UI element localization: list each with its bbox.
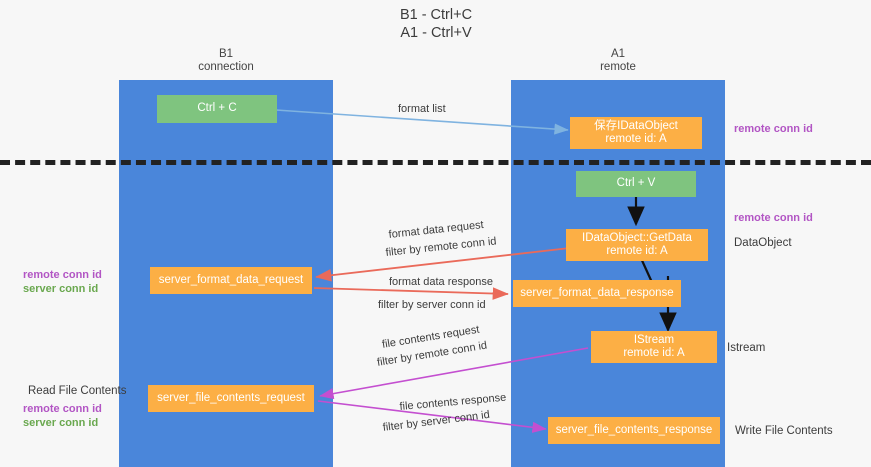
annotation-istream-text: Istream <box>727 342 766 354</box>
phase-divider <box>0 160 871 165</box>
annotation-read-file-contents-text: Read File Contents <box>28 385 127 397</box>
swimlane-a1-title-line1: A1 <box>610 48 626 60</box>
node-istream-label: IStream <box>633 333 675 346</box>
annotation-dataobject-text: DataObject <box>734 237 792 249</box>
diagram-title-line2: A1 - Ctrl+V <box>400 25 472 41</box>
node-idataobject-sublabel: remote id: A <box>605 133 667 145</box>
edge-label-file-contents-response-filter: filter by server conn id <box>382 408 491 435</box>
node-idataobject[interactable]: 保存IDataObject remote id: A <box>570 117 702 149</box>
node-server-file-contents-request[interactable]: server_file_contents_request <box>148 385 314 412</box>
node-server-file-contents-request-label: server_file_contents_request <box>157 391 305 404</box>
edge-label-file-contents-response: file contents response <box>399 391 507 414</box>
annotation-left-remote-conn-id-bottom: remote conn id <box>23 403 102 415</box>
node-istream-sublabel: remote id: A <box>623 347 685 359</box>
edge-label-file-contents-response-filter-prefix: filter by <box>382 417 422 434</box>
node-ctrl-v[interactable]: Ctrl + V <box>576 171 696 197</box>
diagram-title: B1 - Ctrl+C A1 - Ctrl+V <box>286 6 586 42</box>
edge-label-format-data-response-filter-prefix: filter by <box>378 299 417 311</box>
node-idataobject-label: 保存IDataObject <box>594 119 678 132</box>
diagram-title-line1: B1 - Ctrl+C <box>399 7 473 23</box>
annotation-istream: Istream <box>727 341 765 356</box>
node-ctrl-c-label: Ctrl + C <box>197 102 237 115</box>
edge-label-format-data-response-filter-key: server conn id <box>416 299 486 311</box>
node-server-format-data-request-label: server_format_data_request <box>158 273 304 286</box>
node-server-file-contents-response-label: server_file_contents_response <box>555 423 713 436</box>
swimlane-b1-title: B1 connection <box>119 48 333 74</box>
node-server-format-data-response[interactable]: server_format_data_response <box>513 280 681 307</box>
annotation-left-server-conn-id-bottom: server conn id <box>23 417 99 429</box>
edge-label-format-data-response-filter: filter by server conn id <box>378 298 486 312</box>
node-server-format-data-response-label: server_format_data_response <box>520 286 674 299</box>
node-server-format-data-request[interactable]: server_format_data_request <box>150 267 312 294</box>
node-getdata-label: IDataObject::GetData <box>582 231 692 244</box>
swimlane-a1-title-line2: remote <box>600 61 636 73</box>
annotation-write-file-contents-text: Write File Contents <box>735 425 833 437</box>
node-server-file-contents-response[interactable]: server_file_contents_response <box>548 417 720 444</box>
node-idataobject-getdata[interactable]: IDataObject::GetData remote id: A <box>566 229 708 261</box>
node-getdata-sublabel: remote id: A <box>606 245 668 257</box>
swimlane-b1-title-line1: B1 <box>218 48 234 60</box>
annotation-left-conn-ids-mid: remote conn id server conn id <box>23 268 102 296</box>
node-ctrl-c[interactable]: Ctrl + C <box>157 95 277 123</box>
edge-label-format-data-response: format data response <box>389 275 493 289</box>
swimlane-b1-title-line2: connection <box>198 61 254 73</box>
swimlane-a1-title: A1 remote <box>511 48 725 74</box>
edge-label-format-list-text: format list <box>398 103 446 115</box>
node-istream[interactable]: IStream remote id: A <box>591 331 717 363</box>
annotation-remote-conn-id-top: remote conn id <box>734 122 813 137</box>
annotation-left-server-conn-id-mid: server conn id <box>23 283 99 295</box>
annotation-read-file-contents: Read File Contents <box>28 384 126 399</box>
annotation-left-remote-conn-id-mid: remote conn id <box>23 269 102 281</box>
edge-label-format-data-request-filter-prefix: filter by <box>385 242 425 259</box>
edge-label-file-contents-response-filter-key: server conn id <box>420 408 491 430</box>
node-ctrl-v-label: Ctrl + V <box>616 177 656 190</box>
annotation-remote-conn-id-top-text: remote conn id <box>734 123 813 135</box>
edge-label-format-list: format list <box>398 102 446 116</box>
annotation-write-file-contents: Write File Contents <box>735 424 833 439</box>
annotation-remote-conn-id-mid-text: remote conn id <box>734 212 813 224</box>
annotation-dataobject: DataObject <box>734 236 792 251</box>
annotation-remote-conn-id-mid: remote conn id <box>734 211 813 226</box>
edge-label-format-data-request-filter-key: remote conn id <box>423 235 498 255</box>
edge-label-file-contents-request-filter-prefix: filter by <box>376 350 417 369</box>
annotation-left-conn-ids-bottom: remote conn id server conn id <box>23 402 102 430</box>
edge-label-file-contents-response-text: file contents response <box>399 391 507 413</box>
edge-label-format-data-response-text: format data response <box>389 276 493 288</box>
